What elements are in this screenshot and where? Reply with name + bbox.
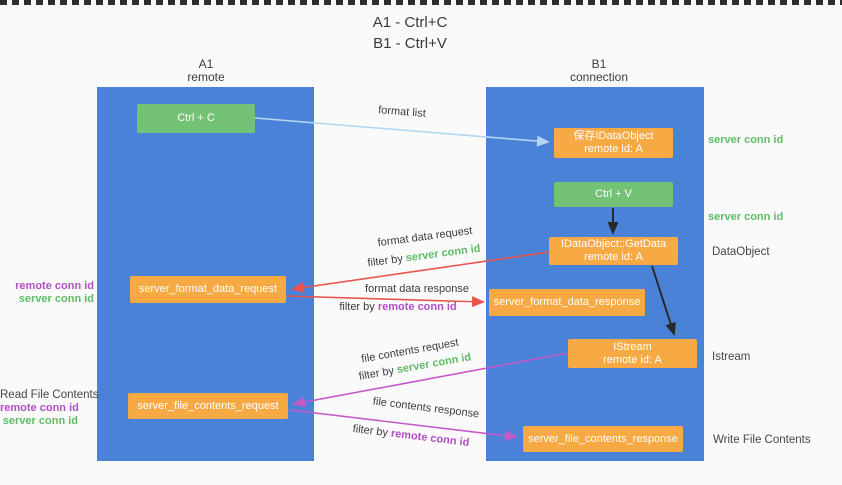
- write-file-contents-label: Write File Contents: [713, 434, 811, 446]
- file-row-conn-ids: remote conn id server conn id: [0, 402, 79, 427]
- filter-by-text: filter by: [339, 301, 378, 313]
- format-data-response-filter-label: filter by remote conn id: [318, 301, 478, 313]
- server-format-data-response-box: server_format_data_response: [489, 289, 645, 316]
- format-row-server-conn-id: server conn id: [18, 292, 94, 305]
- format-row-conn-ids: remote conn id server conn id: [0, 280, 94, 305]
- istream-line1: IStream: [613, 340, 652, 353]
- format-data-response-label: format data response: [365, 283, 469, 295]
- lane-b1-header: B1 connection: [539, 58, 659, 84]
- lane-a1-name: A1: [198, 57, 214, 71]
- server-conn-id-top-label: server conn id: [708, 134, 784, 146]
- server-format-data-request-box: server_format_data_request: [130, 276, 286, 303]
- filter-by-text: filter by: [352, 422, 392, 440]
- title-line-2: B1 - Ctrl+V: [373, 35, 447, 52]
- server-format-data-request-label: server_format_data_request: [138, 283, 278, 295]
- lane-b1-name: B1: [591, 57, 607, 71]
- server-file-contents-response-label: server_file_contents_response: [528, 432, 678, 445]
- ctrl-c-label: Ctrl + C: [177, 112, 215, 124]
- getdata-line1: IDataObject::GetData: [560, 238, 667, 250]
- file-row-remote-conn-id: remote conn id: [0, 402, 79, 414]
- server-file-contents-response-box: server_file_contents_response: [523, 426, 683, 452]
- ctrl-c-box: Ctrl + C: [137, 104, 255, 133]
- server-conn-id-mid-label: server conn id: [708, 211, 784, 223]
- file-row-server-conn-id: server conn id: [2, 414, 78, 427]
- server-file-contents-request-label: server_file_contents_request: [137, 399, 279, 412]
- istream-line2: remote id: A: [603, 353, 662, 366]
- read-file-contents-label: Read File Contents: [0, 389, 99, 401]
- lane-a1-header: A1 remote: [146, 58, 266, 84]
- server-file-contents-request-box: server_file_contents_request: [128, 393, 288, 419]
- dataobject-label: DataObject: [712, 246, 770, 258]
- section-divider: [0, 0, 842, 5]
- file-contents-response-label: file contents response: [372, 395, 480, 421]
- server-format-data-response-label: server_format_data_response: [493, 296, 641, 308]
- server-conn-id-key: server conn id: [405, 242, 482, 265]
- getdata-line2: remote id: A: [584, 251, 643, 263]
- format-row-remote-conn-id: remote conn id: [15, 280, 94, 292]
- lane-a1-subtitle: remote: [187, 70, 225, 84]
- file-contents-response-filter-label: filter by remote conn id: [331, 420, 491, 451]
- save-dataobject-box: 保存IDataObject remote id: A: [554, 128, 673, 158]
- ctrl-v-label: Ctrl + V: [595, 188, 632, 200]
- lane-b1-subtitle: connection: [569, 70, 629, 84]
- save-dataobject-line1: 保存IDataObject: [573, 130, 654, 142]
- title-line-1: A1 - Ctrl+C: [372, 14, 448, 31]
- getdata-box: IDataObject::GetData remote id: A: [549, 237, 678, 265]
- filter-by-text: filter by: [366, 252, 407, 270]
- diagram-title: A1 - Ctrl+C B1 - Ctrl+V: [320, 12, 500, 54]
- remote-conn-id-key: remote conn id: [377, 301, 457, 313]
- ctrl-v-box: Ctrl + V: [554, 182, 673, 207]
- istream-side-label: Istream: [712, 351, 751, 363]
- istream-box: IStream remote id: A: [568, 339, 697, 368]
- save-dataobject-line2: remote id: A: [584, 143, 643, 155]
- remote-conn-id-key: remote conn id: [390, 427, 470, 450]
- format-list-label: format list: [377, 104, 427, 120]
- filter-by-text: filter by: [357, 364, 398, 383]
